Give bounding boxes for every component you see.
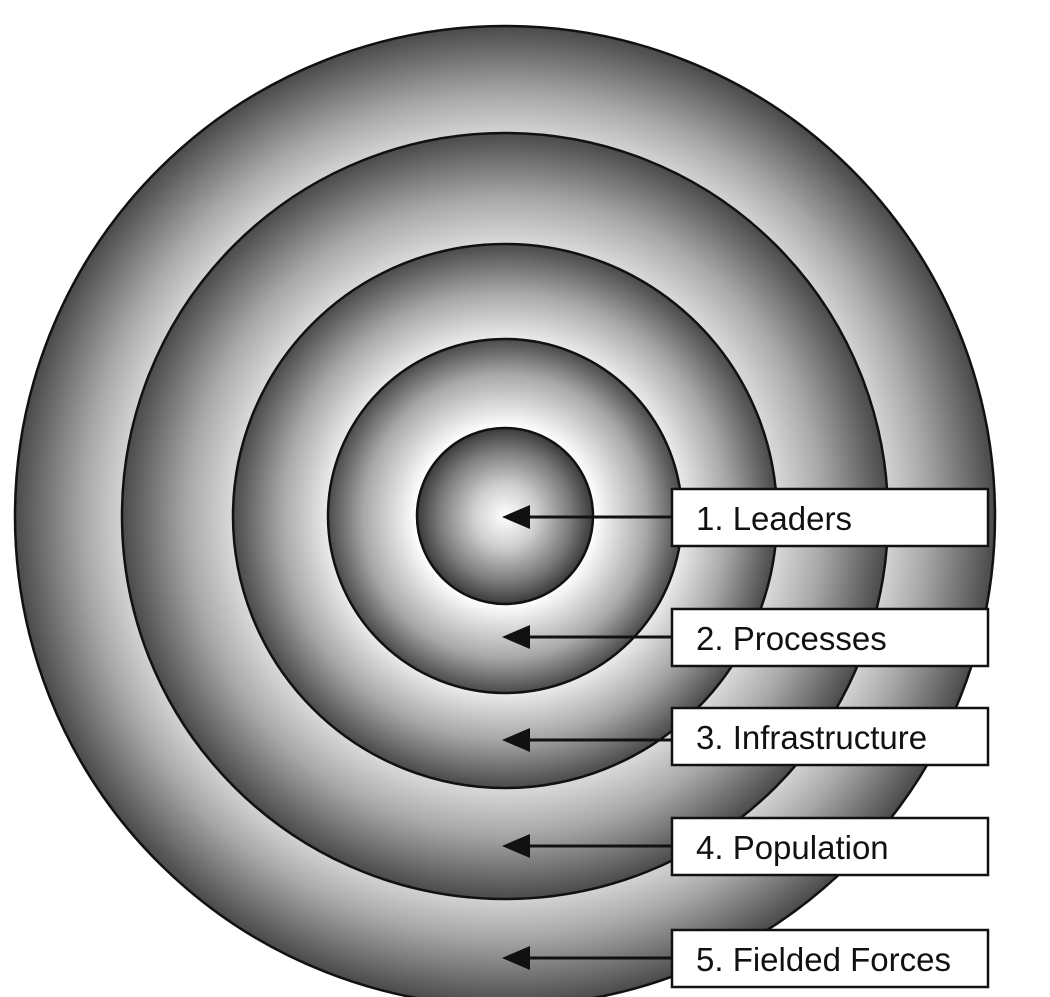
label-fielded-forces: 5. Fielded Forces bbox=[696, 941, 951, 978]
arrow-head-leaders bbox=[502, 505, 530, 529]
label-infrastructure: 3. Infrastructure bbox=[696, 719, 927, 756]
label-processes: 2. Processes bbox=[696, 620, 887, 657]
label-group-leaders: 1. Leaders bbox=[502, 487, 990, 548]
label-box-leaders bbox=[670, 487, 990, 548]
arrow-head-infrastructure bbox=[502, 728, 530, 752]
label-leaders: 1. Leaders bbox=[696, 500, 852, 537]
label-group-infrastructure: 3. Infrastructure bbox=[502, 706, 990, 767]
label-group-population: 4. Population bbox=[502, 816, 990, 877]
arrow-head-fielded-forces bbox=[502, 946, 530, 970]
label-box-processes bbox=[670, 607, 990, 668]
label-box-fielded-forces bbox=[670, 928, 990, 989]
label-group-fielded-forces: 5. Fielded Forces bbox=[502, 928, 990, 989]
label-box-population bbox=[670, 816, 990, 877]
arrow-head-population bbox=[502, 834, 530, 858]
label-population: 4. Population bbox=[696, 829, 889, 866]
label-group-processes: 2. Processes bbox=[502, 607, 990, 668]
arrow-head-processes bbox=[502, 625, 530, 649]
label-box-infrastructure bbox=[670, 706, 990, 767]
